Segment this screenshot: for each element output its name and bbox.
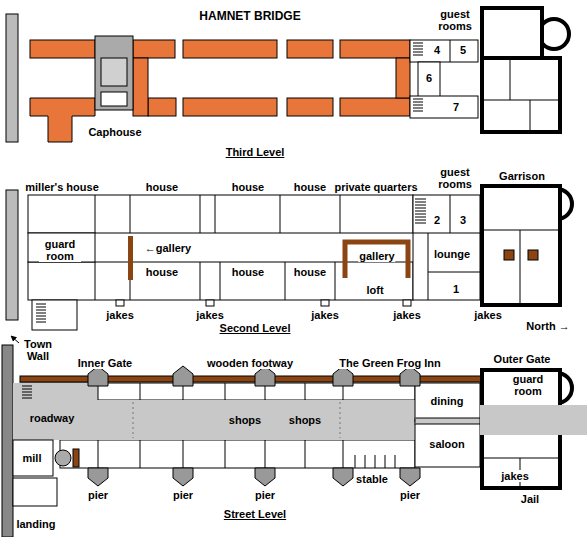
map-label: dining	[430, 395, 465, 407]
second-level	[6, 186, 572, 343]
map-label: Street Level	[223, 508, 287, 520]
map-label: house	[293, 266, 327, 278]
map-label: shops	[288, 414, 322, 426]
map-label: stable	[355, 473, 389, 485]
map-label: jakes	[473, 309, 503, 321]
map-label: 7	[452, 101, 460, 113]
map-label: 1	[452, 283, 460, 295]
map-label: guard room	[509, 373, 547, 397]
map-title: HAMNET BRIDGE	[199, 10, 300, 23]
map-label: wooden footway	[206, 357, 294, 369]
piers	[88, 366, 420, 486]
roofs	[30, 40, 410, 142]
map-label: ←gallery	[144, 242, 192, 254]
map-label: jakes	[310, 309, 340, 321]
map-label: 4	[433, 44, 441, 56]
map-label: 3	[459, 214, 467, 226]
map-label: The Green Frog Inn	[338, 357, 441, 369]
map-label: 6	[425, 72, 433, 84]
map-label: house	[293, 181, 327, 193]
map-label: Outer Gate	[493, 353, 552, 365]
map-label: Jail	[520, 493, 540, 505]
map-label: 2	[433, 214, 441, 226]
map-label: landing	[15, 518, 56, 530]
map-label: loft	[365, 284, 384, 296]
map-label: Third Level	[225, 146, 286, 158]
shop-walls	[98, 383, 395, 468]
map-label: pier	[87, 489, 109, 501]
map-label: Caphouse	[87, 126, 142, 138]
third-level	[6, 8, 569, 142]
map-label: jakes	[105, 309, 135, 321]
map-label: miller's house	[24, 181, 100, 193]
map-label: saloon	[428, 438, 465, 450]
map-label: lounge	[433, 248, 471, 260]
map-label: roadway	[29, 412, 76, 424]
map-label: house	[145, 266, 179, 278]
map-label: house	[231, 181, 265, 193]
map-label: Garrison	[498, 170, 546, 182]
map-label: 5	[459, 44, 467, 56]
map-label: house	[145, 181, 179, 193]
map-label: jakes	[195, 309, 225, 321]
map-label: guest rooms	[434, 8, 476, 32]
map-label: pier	[172, 489, 194, 501]
map-label: North →	[525, 320, 570, 332]
map-label: guest rooms	[434, 166, 476, 190]
map-label: gallery	[358, 250, 395, 262]
map-label: pier	[399, 489, 421, 501]
map-label: Inner Gate	[77, 357, 133, 369]
stairs	[22, 43, 426, 398]
map-label: mill	[22, 452, 43, 464]
map-label: Town Wall	[21, 338, 55, 362]
map-label: pier	[254, 489, 276, 501]
map-label: jakes	[500, 470, 530, 482]
partition-walls	[95, 195, 340, 300]
map-label: shops	[228, 414, 262, 426]
street-level	[2, 345, 587, 537]
map-label: house	[231, 266, 265, 278]
map-label: private quarters	[333, 181, 418, 193]
map-label: jakes	[392, 309, 422, 321]
map-label: Second Level	[219, 322, 292, 334]
map-label: guard room	[39, 238, 81, 262]
